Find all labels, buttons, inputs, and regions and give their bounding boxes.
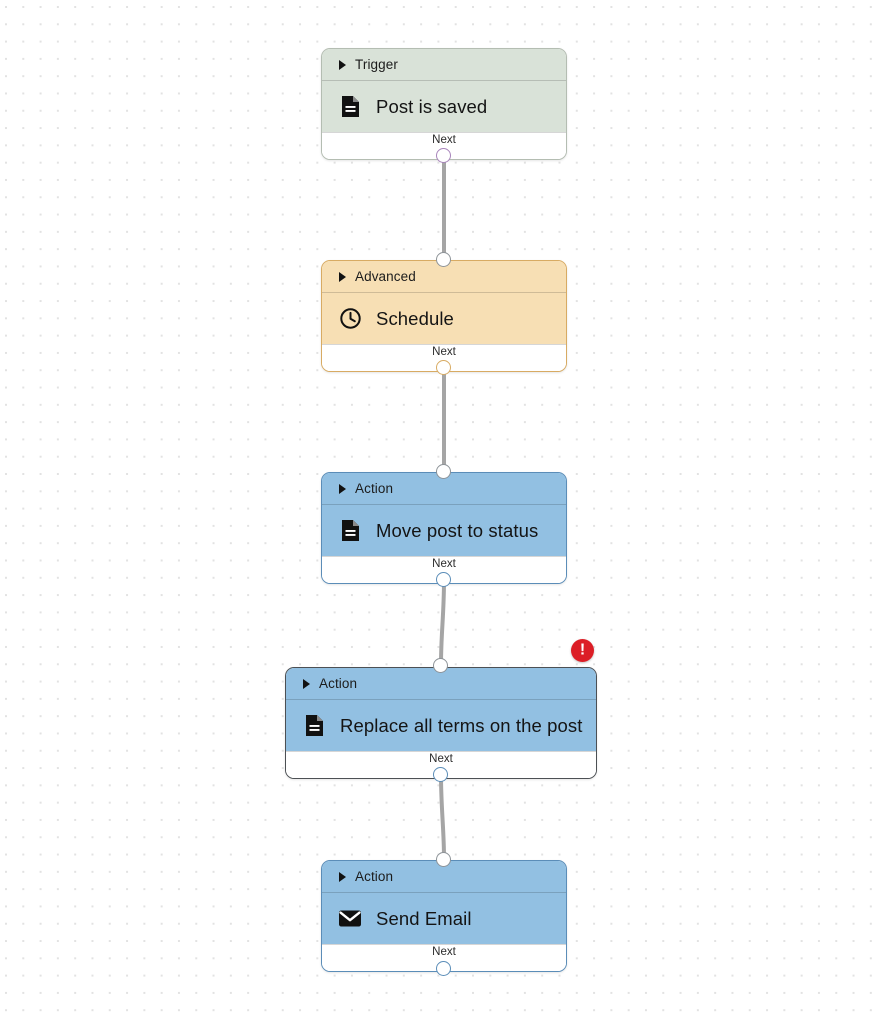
node-body[interactable]: Send Email xyxy=(322,892,566,944)
workflow-node-trigger[interactable]: Trigger Post is saved Next xyxy=(321,48,567,160)
node-body[interactable]: Post is saved xyxy=(322,80,566,132)
node-title: Send Email xyxy=(376,907,472,929)
node-category-label: Trigger xyxy=(355,57,398,72)
node-category-label: Action xyxy=(355,869,394,884)
node-category-label: Action xyxy=(355,481,394,496)
chevron-right-icon[interactable] xyxy=(303,678,310,689)
chevron-right-icon[interactable] xyxy=(339,483,346,494)
chevron-right-icon[interactable] xyxy=(339,59,346,70)
workflow-node-action-move-post-to-status[interactable]: Action Move post to status Next xyxy=(321,472,567,584)
node-footer-next[interactable]: Next xyxy=(322,344,566,371)
error-badge[interactable]: ! xyxy=(571,639,594,662)
advanced-input-port[interactable] xyxy=(436,252,451,267)
node-footer-label: Next xyxy=(432,346,456,358)
chevron-right-icon[interactable] xyxy=(339,871,346,882)
document-icon xyxy=(302,714,326,738)
node-footer-next[interactable]: Next xyxy=(322,944,566,971)
node-footer-label: Next xyxy=(432,946,456,958)
document-icon xyxy=(338,95,362,119)
node-body[interactable]: Replace all terms on the post xyxy=(286,699,596,751)
node-title: Replace all terms on the post xyxy=(340,714,583,736)
node-body[interactable]: Move post to status xyxy=(322,504,566,556)
workflow-node-advanced[interactable]: Advanced Schedule Next xyxy=(321,260,567,372)
action-2-output-port[interactable] xyxy=(433,767,448,782)
envelope-icon xyxy=(338,907,362,931)
node-footer-label: Next xyxy=(432,134,456,146)
edge-action-2-to-action-3 xyxy=(439,773,446,860)
error-badge-glyph: ! xyxy=(579,641,586,658)
node-header[interactable]: Action xyxy=(286,668,596,699)
node-body[interactable]: Schedule xyxy=(322,292,566,344)
node-header[interactable]: Action xyxy=(322,861,566,892)
node-footer-label: Next xyxy=(432,558,456,570)
node-title: Move post to status xyxy=(376,519,539,541)
workflow-node-action-send-email[interactable]: Action Send Email Next xyxy=(321,860,567,972)
action-3-input-port[interactable] xyxy=(436,852,451,867)
workflow-node-action-replace-all-terms[interactable]: Action Replace all terms on the post Nex… xyxy=(285,667,597,779)
clock-icon xyxy=(338,307,362,331)
chevron-right-icon[interactable] xyxy=(339,271,346,282)
action-1-input-port[interactable] xyxy=(436,464,451,479)
node-footer-label: Next xyxy=(429,753,453,765)
trigger-output-port[interactable] xyxy=(436,148,451,163)
advanced-output-port[interactable] xyxy=(436,360,451,375)
document-icon xyxy=(338,519,362,543)
action-1-output-port[interactable] xyxy=(436,572,451,587)
edge-action-1-to-action-2 xyxy=(439,578,446,666)
node-title: Schedule xyxy=(376,307,454,329)
node-category-label: Action xyxy=(319,676,358,691)
node-category-label: Advanced xyxy=(355,269,416,284)
node-header[interactable]: Trigger xyxy=(322,49,566,80)
action-3-output-port[interactable] xyxy=(436,961,451,976)
node-title: Post is saved xyxy=(376,95,488,117)
action-2-input-port[interactable] xyxy=(433,658,448,673)
